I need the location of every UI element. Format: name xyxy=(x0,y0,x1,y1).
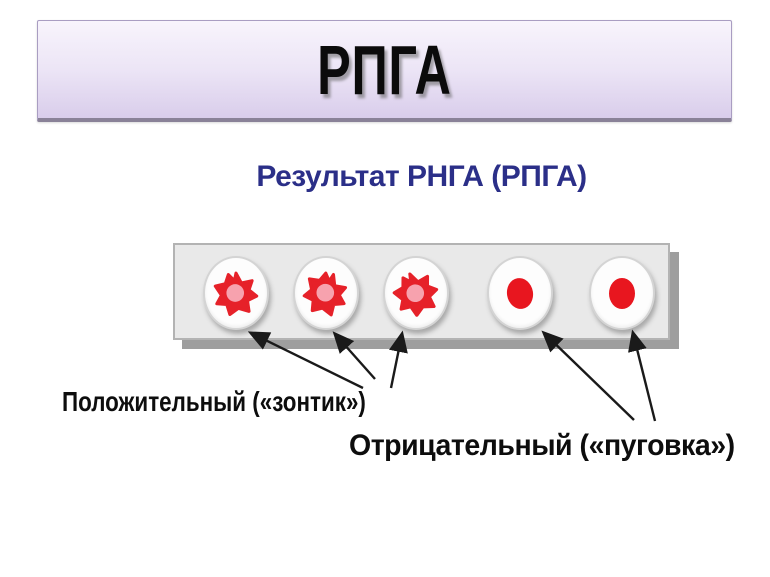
arrow-to-well-1 xyxy=(247,331,364,390)
slide-title: РПГА xyxy=(317,30,452,109)
well-positive-1 xyxy=(203,256,269,330)
well-negative-5 xyxy=(589,256,655,330)
well-positive-2 xyxy=(293,256,359,330)
arrow-to-well-4 xyxy=(541,330,635,421)
positive-result-label: Положительный («зонтик») xyxy=(62,386,366,417)
negative-result-label: Отрицательный («пуговка») xyxy=(349,429,735,462)
well-plate xyxy=(173,243,670,340)
button-sediment-icon xyxy=(504,275,536,311)
arrow-to-well-5 xyxy=(628,329,657,422)
umbrella-agglutination-icon xyxy=(392,272,439,317)
umbrella-agglutination-icon xyxy=(213,271,259,316)
button-sediment-icon xyxy=(609,277,635,309)
umbrella-agglutination-icon xyxy=(302,271,348,317)
title-box: РПГА xyxy=(37,20,732,122)
well-negative-4 xyxy=(487,256,553,330)
well-positive-3 xyxy=(383,256,449,330)
diagram-title: Результат РНГА (РПГА) xyxy=(256,160,587,193)
arrow-to-well-3 xyxy=(389,330,408,389)
arrow-to-well-2 xyxy=(332,331,376,380)
